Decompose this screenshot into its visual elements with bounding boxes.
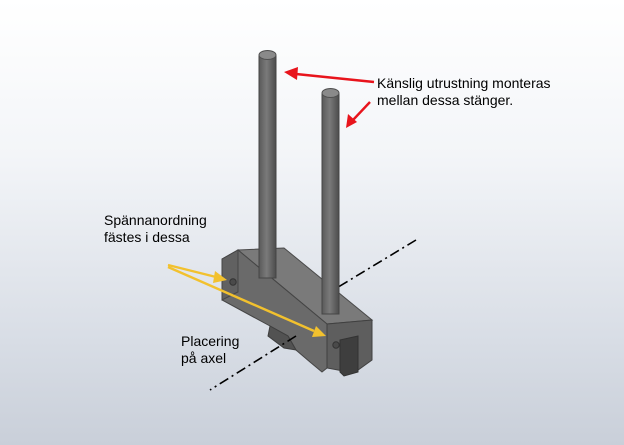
yellow-arrow-2-head — [312, 326, 326, 337]
rod-left-top — [258, 50, 277, 60]
label-clamp-device-line-1: Spännanordning — [104, 212, 207, 228]
red-arrow-2-shaft — [352, 101, 371, 121]
label-sensitive-equipment: Känslig utrustning monteras mellan dessa… — [377, 75, 551, 109]
axis-centerline-rear — [329, 239, 417, 293]
rod-left — [258, 55, 277, 279]
block-left-face — [221, 249, 239, 301]
block-end-slot — [339, 335, 359, 377]
mounting-hole-right — [332, 341, 340, 349]
rod-right-top — [321, 88, 340, 98]
red-arrow-2-head — [346, 114, 357, 128]
block-front-face — [221, 249, 328, 373]
block-notch — [267, 325, 297, 351]
red-arrow-1-head — [284, 67, 298, 80]
axis-centerline-front — [209, 335, 297, 391]
label-clamp-device: Spännanordning fästes i dessa — [104, 212, 207, 246]
mounting-hole-left — [229, 278, 237, 286]
label-axle-placement-line-2: på axel — [181, 350, 227, 366]
yellow-arrow-1-head — [213, 271, 227, 283]
label-axle-placement: Placering på axel — [181, 333, 239, 367]
yellow-arrow-1-shaft — [167, 263, 217, 279]
label-sensitive-equipment-line-2: mellan dessa stänger. — [377, 92, 514, 108]
label-axle-placement-line-1: Placering — [181, 333, 240, 349]
label-clamp-device-line-2: fästes i dessa — [104, 229, 190, 245]
rod-right — [321, 93, 340, 315]
yellow-arrow-2-shaft — [167, 265, 315, 333]
label-sensitive-equipment-line-1: Känslig utrustning monteras — [377, 75, 551, 91]
red-arrow-1-shaft — [295, 72, 375, 84]
